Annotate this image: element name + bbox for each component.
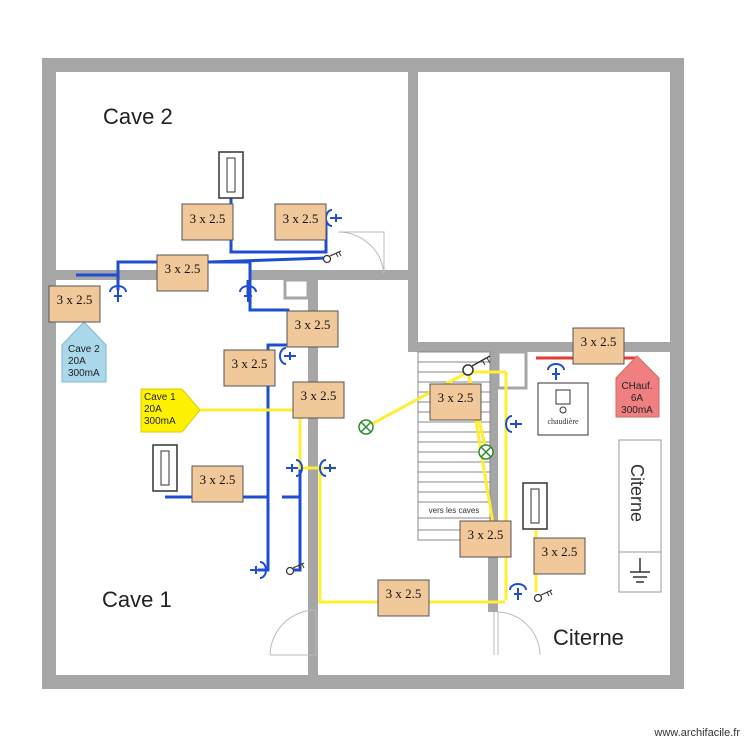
socket-icon[interactable] (279, 347, 297, 365)
cable-label-text: 3 x 2.5 (581, 334, 617, 349)
cable-label-text: 3 x 2.5 (542, 544, 578, 559)
circuit-cave2 (76, 198, 328, 572)
tank[interactable]: Citerne (618, 439, 662, 593)
cable-label[interactable]: 3 x 2.5 (156, 254, 209, 292)
cable-label[interactable]: 3 x 2.5 (181, 203, 234, 241)
door-icon[interactable] (493, 611, 541, 656)
socket-icon[interactable] (325, 209, 343, 227)
boiler-icon[interactable]: chaudière (537, 382, 589, 436)
cable-label-text: 3 x 2.5 (57, 292, 93, 307)
breaker-chauf-rating: 6A (631, 393, 644, 404)
cable-label[interactable]: 3 x 2.5 (286, 310, 339, 348)
breaker-chauf[interactable]: CHauf. 6A 300mA (615, 355, 660, 418)
cable-label[interactable]: 3 x 2.5 (377, 579, 430, 617)
cable-label-text: 3 x 2.5 (386, 586, 422, 601)
breaker-cave2-rating: 20A (68, 356, 86, 367)
footer-watermark: www.archifacile.fr (653, 727, 740, 739)
cable-label-text: 3 x 2.5 (295, 317, 331, 332)
cable-label[interactable]: 3 x 2.5 (533, 537, 586, 575)
ground-icon (630, 558, 650, 583)
socket-icon[interactable] (505, 415, 523, 433)
cable-label[interactable]: 3 x 2.5 (48, 285, 101, 323)
socket-icon[interactable] (547, 363, 565, 381)
breaker-chauf-name: CHauf. (621, 381, 652, 392)
switch-icon[interactable] (533, 589, 553, 603)
tank-label: Citerne (627, 464, 647, 522)
radiator-icon[interactable] (218, 151, 244, 199)
socket-icon[interactable] (509, 583, 527, 601)
breaker-cave2[interactable]: Cave 2 20A 300mA (61, 321, 107, 383)
cable-label[interactable]: 3 x 2.5 (459, 520, 512, 558)
boiler-label: chaudière (547, 417, 579, 426)
cable-label-text: 3 x 2.5 (283, 211, 319, 226)
breaker-cave2-name: Cave 2 (68, 344, 100, 355)
cable-label[interactable]: 3 x 2.5 (429, 383, 482, 421)
breaker-chauf-sensitivity: 300mA (621, 405, 653, 416)
cable-label-text: 3 x 2.5 (468, 527, 504, 542)
cable-label[interactable]: 3 x 2.5 (191, 465, 244, 503)
cable-label[interactable]: 3 x 2.5 (292, 381, 345, 419)
walls (42, 58, 684, 689)
cable-label-text: 3 x 2.5 (301, 388, 337, 403)
cable-label-text: 3 x 2.5 (190, 211, 226, 226)
door-icon[interactable] (269, 609, 317, 656)
cable-label-text: 3 x 2.5 (438, 390, 474, 405)
room-label-citerne: Citerne (553, 625, 624, 650)
room-label-cave1: Cave 1 (102, 587, 172, 612)
cable-label-text: 3 x 2.5 (232, 356, 268, 371)
breaker-cave2-sensitivity: 300mA (68, 368, 100, 379)
stairs-label: vers les caves (429, 506, 480, 515)
cable-label[interactable]: 3 x 2.5 (572, 327, 625, 365)
cable-label-text: 3 x 2.5 (165, 261, 201, 276)
cable-label[interactable]: 3 x 2.5 (223, 349, 276, 387)
breaker-cave1-sensitivity: 300mA (144, 416, 176, 427)
door-icon[interactable] (337, 231, 385, 275)
light-point-icon[interactable] (358, 419, 374, 435)
switch-icon[interactable] (322, 250, 342, 264)
radiator-icon[interactable] (152, 444, 178, 492)
radiator-icon[interactable] (522, 482, 548, 530)
stairs: vers les caves (417, 351, 491, 541)
light-point-icon[interactable] (478, 444, 494, 460)
switch-icon[interactable] (462, 355, 491, 376)
cable-label-text: 3 x 2.5 (200, 472, 236, 487)
breaker-cave1-rating: 20A (144, 404, 162, 415)
switch-icon[interactable] (285, 562, 305, 576)
breaker-cave1[interactable]: Cave 1 20A 300mA (140, 388, 201, 433)
cable-label[interactable]: 3 x 2.5 (274, 203, 327, 241)
breaker-cave1-name: Cave 1 (144, 392, 176, 403)
room-label-cave2: Cave 2 (103, 104, 173, 129)
